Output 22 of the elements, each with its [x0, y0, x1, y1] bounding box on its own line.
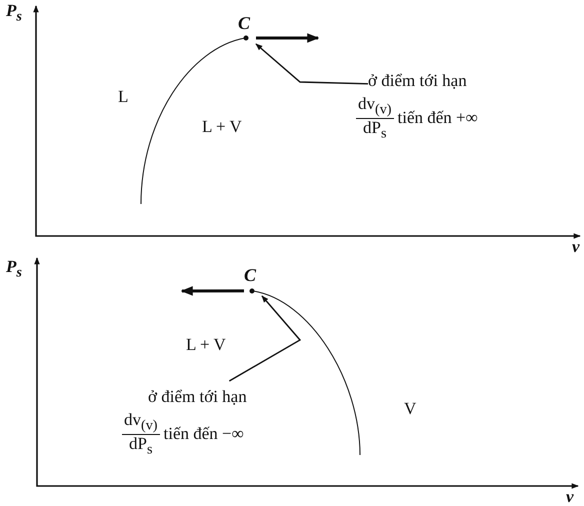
fraction-numerator: dv$_{(v)}$	[356, 94, 394, 119]
region-label: V	[404, 400, 416, 419]
annotation-text: tiến đến −∞	[164, 424, 244, 443]
tangent-arrow	[180, 286, 244, 296]
axis-label: v	[566, 488, 574, 506]
fraction-denominator: dP$_{s}$	[129, 434, 152, 458]
region-label: L + V	[186, 336, 226, 355]
point-label: C	[244, 266, 262, 296]
axis-label: v	[572, 238, 580, 257]
axis-label: P$_{s}$	[6, 2, 22, 25]
axis-label: P$_{s}$	[6, 258, 22, 281]
annotation-text: ở điểm tới hạn	[148, 388, 247, 407]
annotation-text: tiến đến +∞	[398, 108, 478, 127]
leader-line	[255, 43, 368, 84]
fraction-denominator: dP$_{s}$	[363, 118, 386, 142]
leader-line	[228, 295, 302, 382]
annotation-text: ở điểm tới hạn	[368, 72, 468, 91]
region-label: L + V	[202, 118, 242, 137]
tangent-arrow	[256, 33, 320, 43]
region-label: L	[118, 88, 128, 107]
fraction-numerator: dv$_{(v)}$	[122, 410, 160, 435]
point-label: C	[238, 14, 256, 44]
